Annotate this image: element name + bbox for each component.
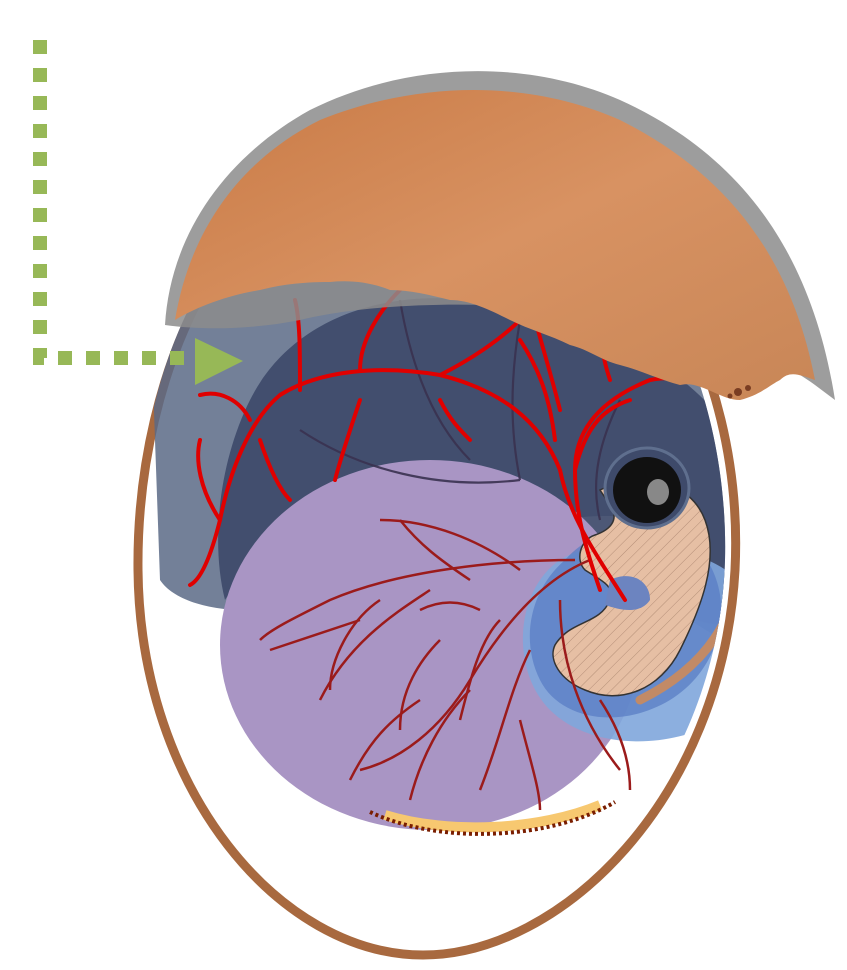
embryo-eye [605,448,689,528]
allantois-band [730,390,800,690]
